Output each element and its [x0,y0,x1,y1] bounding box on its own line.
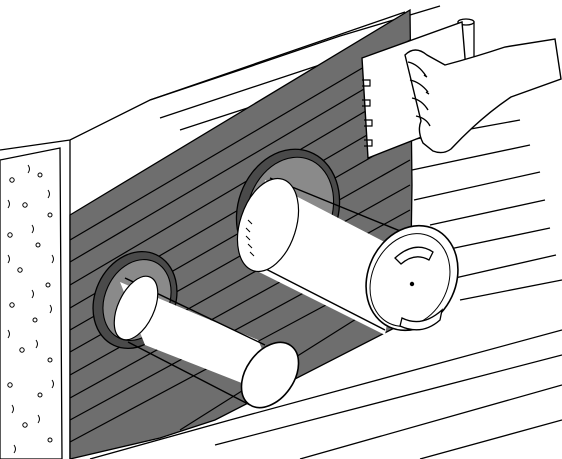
intake-cap [365,224,459,332]
intake-pipe [236,177,411,335]
hand [404,38,562,154]
insulation-layer [0,147,63,459]
cap-vent-slot-bottom [399,308,444,331]
cap-vent-slot-top [394,246,434,265]
exhaust-pipe [113,275,300,409]
